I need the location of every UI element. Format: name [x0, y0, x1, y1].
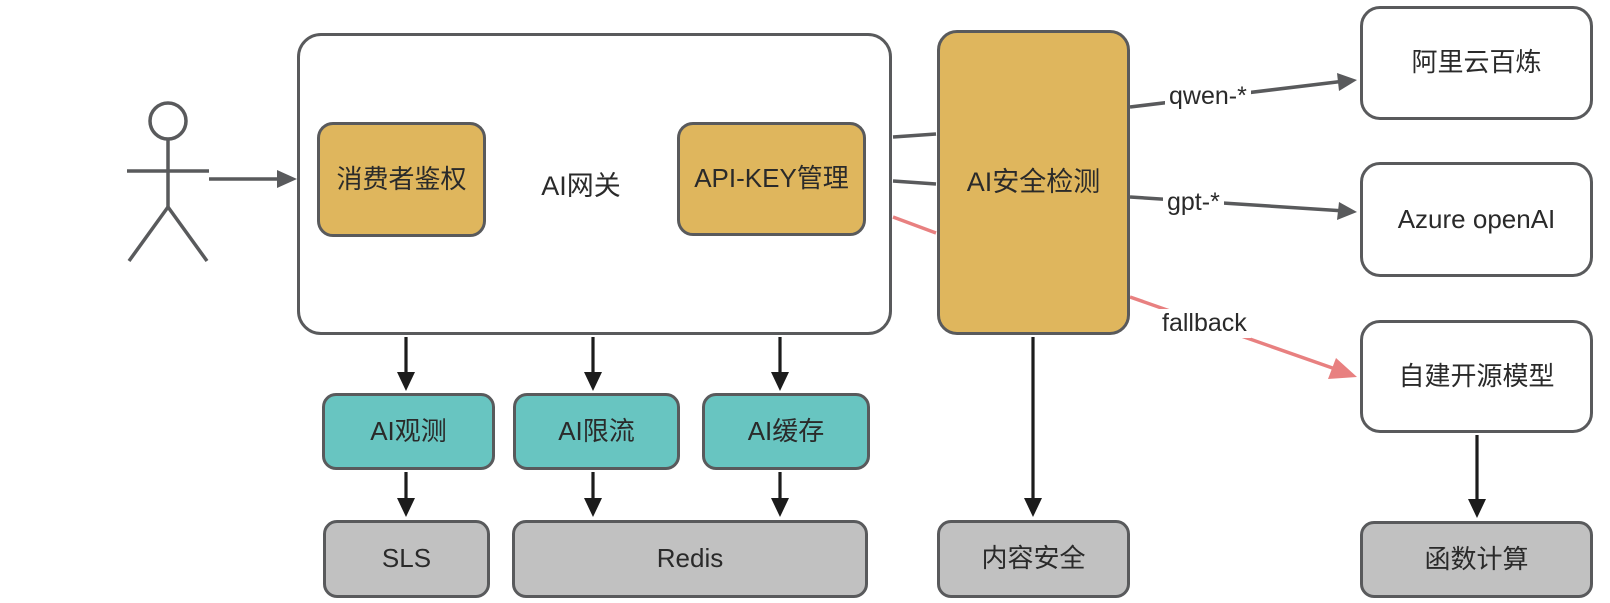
- connector-gateway-to-security-top: [892, 132, 937, 139]
- aliyun-bailian-label: 阿里云百炼: [1411, 47, 1542, 78]
- gateway-label: AI网关: [541, 171, 621, 201]
- function-compute-label: 函数计算: [1424, 543, 1529, 574]
- arrow-gateway-to-ratelimit: [584, 337, 602, 391]
- api-key-management-box: API-KEY管理: [677, 122, 866, 236]
- function-compute-box: 函数计算: [1360, 521, 1593, 598]
- arrow-model-to-functioncompute: [1468, 435, 1486, 518]
- azure-openai-box: Azure openAI: [1360, 162, 1593, 277]
- arrow-gateway-to-cache: [771, 337, 789, 391]
- ai-security-label: AI安全检测: [966, 167, 1101, 198]
- arrow-ratelimit-to-redis: [584, 472, 602, 517]
- consumer-auth-box: 消费者鉴权: [317, 122, 486, 237]
- ai-ratelimit-label: AI限流: [558, 415, 635, 446]
- ai-security-box: AI安全检测: [937, 30, 1130, 335]
- qwen-route-label: qwen-*: [1165, 82, 1251, 111]
- content-safety-label: 内容安全: [981, 543, 1086, 574]
- selfhosted-model-label: 自建开源模型: [1398, 360, 1555, 391]
- azure-openai-label: Azure openAI: [1397, 203, 1556, 234]
- arrow-user-to-gateway: [209, 170, 297, 188]
- fallback-route-label: fallback: [1158, 309, 1251, 338]
- api-key-management-label: API-KEY管理: [694, 163, 849, 194]
- ai-observe-box: AI观测: [322, 393, 495, 470]
- selfhosted-model-box: 自建开源模型: [1360, 320, 1593, 433]
- arrow-cache-to-redis: [771, 472, 789, 517]
- connector-gateway-to-security-bottom: [892, 179, 937, 186]
- sls-box: SLS: [323, 520, 490, 598]
- sls-label: SLS: [381, 543, 432, 574]
- gpt-route-label: gpt-*: [1163, 188, 1224, 217]
- content-safety-box: 内容安全: [937, 520, 1130, 598]
- ai-cache-box: AI缓存: [702, 393, 870, 470]
- redis-label: Redis: [656, 543, 724, 574]
- arrow-gateway-to-observe: [397, 337, 415, 391]
- redis-box: Redis: [512, 520, 868, 598]
- ai-observe-label: AI观测: [370, 415, 447, 446]
- aliyun-bailian-box: 阿里云百炼: [1360, 6, 1593, 120]
- ai-ratelimit-box: AI限流: [513, 393, 680, 470]
- arrow-observe-to-sls: [397, 472, 415, 517]
- arrow-security-to-contentsafety: [1024, 337, 1042, 517]
- consumer-auth-label: 消费者鉴权: [336, 163, 467, 194]
- user-actor-icon: [127, 101, 209, 263]
- ai-cache-label: AI缓存: [747, 415, 825, 446]
- connector-gateway-to-security-fallback: [892, 215, 937, 235]
